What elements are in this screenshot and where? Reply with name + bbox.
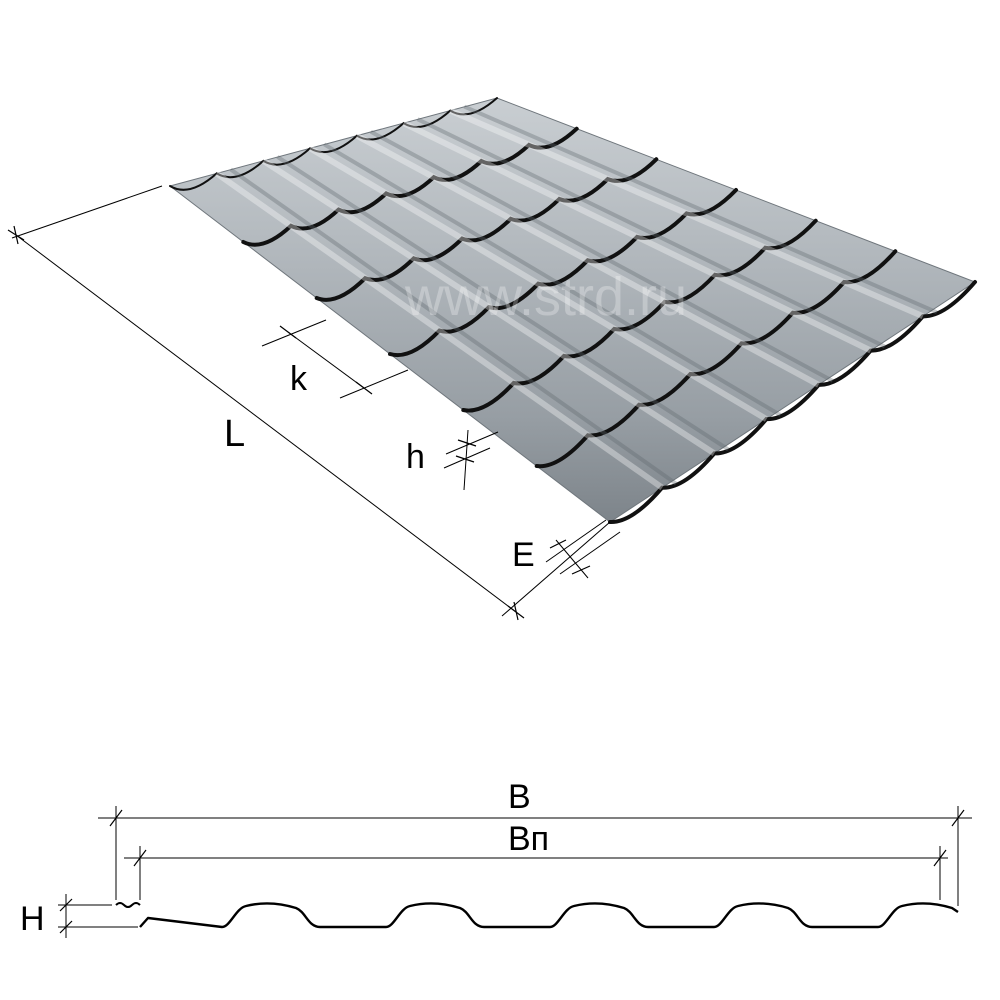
- dim-E-line: [555, 539, 589, 579]
- dim-L-ext-bottom: [501, 521, 611, 617]
- dimension-L: L: [7, 185, 611, 621]
- dim-Bp-tick-right: [933, 849, 947, 867]
- dim-L-label: L: [224, 413, 245, 455]
- tile-groove-shadow: [276, 155, 730, 452]
- tile-row-edge: [388, 188, 738, 358]
- dimension-k: k: [261, 319, 409, 399]
- tile-groove-highlight: [449, 107, 925, 320]
- dim-E-label: E: [512, 536, 535, 574]
- watermark: www.strd.ru: [404, 267, 687, 327]
- dim-E-tick-2: [571, 565, 591, 575]
- tile-row-edge: [534, 249, 898, 469]
- dim-h-tick-1: [457, 439, 477, 447]
- tile-row-edge: [608, 280, 977, 525]
- dim-B-tick-left: [109, 809, 123, 827]
- dim-L-tick-top-2: [13, 225, 19, 245]
- dim-h-tick-2: [455, 455, 475, 463]
- tile-groove-highlight: [214, 170, 664, 491]
- tile-row-edge: [461, 218, 818, 413]
- dim-Bp-label: Bп: [508, 820, 549, 858]
- dim-k-tick-2: [355, 381, 373, 395]
- tile-row-edge: [169, 97, 498, 191]
- dim-B-tick-right: [951, 809, 965, 827]
- dim-k-line: [287, 331, 365, 389]
- dim-E-ext-2: [559, 531, 621, 575]
- tile-groove-shadow: [416, 117, 886, 349]
- dim-H-tick-2: [59, 920, 73, 934]
- dim-h-ext-1: [445, 431, 499, 455]
- profile-line: [139, 902, 959, 929]
- profile-start-wave: [115, 902, 141, 908]
- dimension-E: E: [512, 519, 621, 579]
- dimension-h: h: [406, 429, 499, 491]
- cross-section: B Bп H: [20, 778, 972, 938]
- tile-groove-highlight: [402, 120, 873, 354]
- dim-h-line: [463, 429, 469, 491]
- tile-rows: [169, 97, 977, 525]
- tile-groove-shadow: [463, 104, 938, 315]
- tile-groove-shadow: [323, 142, 782, 417]
- dim-E-tick-1: [549, 539, 567, 549]
- dim-L-ext-top: [11, 185, 163, 239]
- tile-groove-shadow: [369, 129, 834, 383]
- dim-L-tick-bottom-2: [513, 601, 519, 621]
- dim-H-label: H: [20, 900, 45, 938]
- dim-h-ext-2: [443, 447, 491, 469]
- dim-Bp-tick-left: [133, 849, 147, 867]
- tile-groove-shadow: [229, 167, 678, 486]
- tile-row-edge: [241, 126, 579, 247]
- tile-groove-highlight: [261, 158, 716, 456]
- dim-H-tick-1: [59, 898, 73, 912]
- dim-h-label: h: [406, 438, 425, 476]
- dim-k-tick-1: [279, 325, 297, 339]
- tile-grooves: [214, 104, 938, 491]
- dim-B-label: B: [508, 778, 531, 816]
- dim-E-ext-1: [545, 519, 607, 563]
- tile-groove-highlight: [308, 145, 768, 422]
- tile-row-edge: [314, 157, 659, 302]
- dim-k-ext-2: [339, 369, 409, 399]
- tile-groove-highlight: [355, 133, 820, 388]
- dim-L-line: [15, 234, 517, 613]
- dim-k-ext-1: [261, 319, 327, 347]
- tile-sheet: www.strd.ru: [168, 97, 977, 525]
- dim-k-label: k: [290, 360, 308, 398]
